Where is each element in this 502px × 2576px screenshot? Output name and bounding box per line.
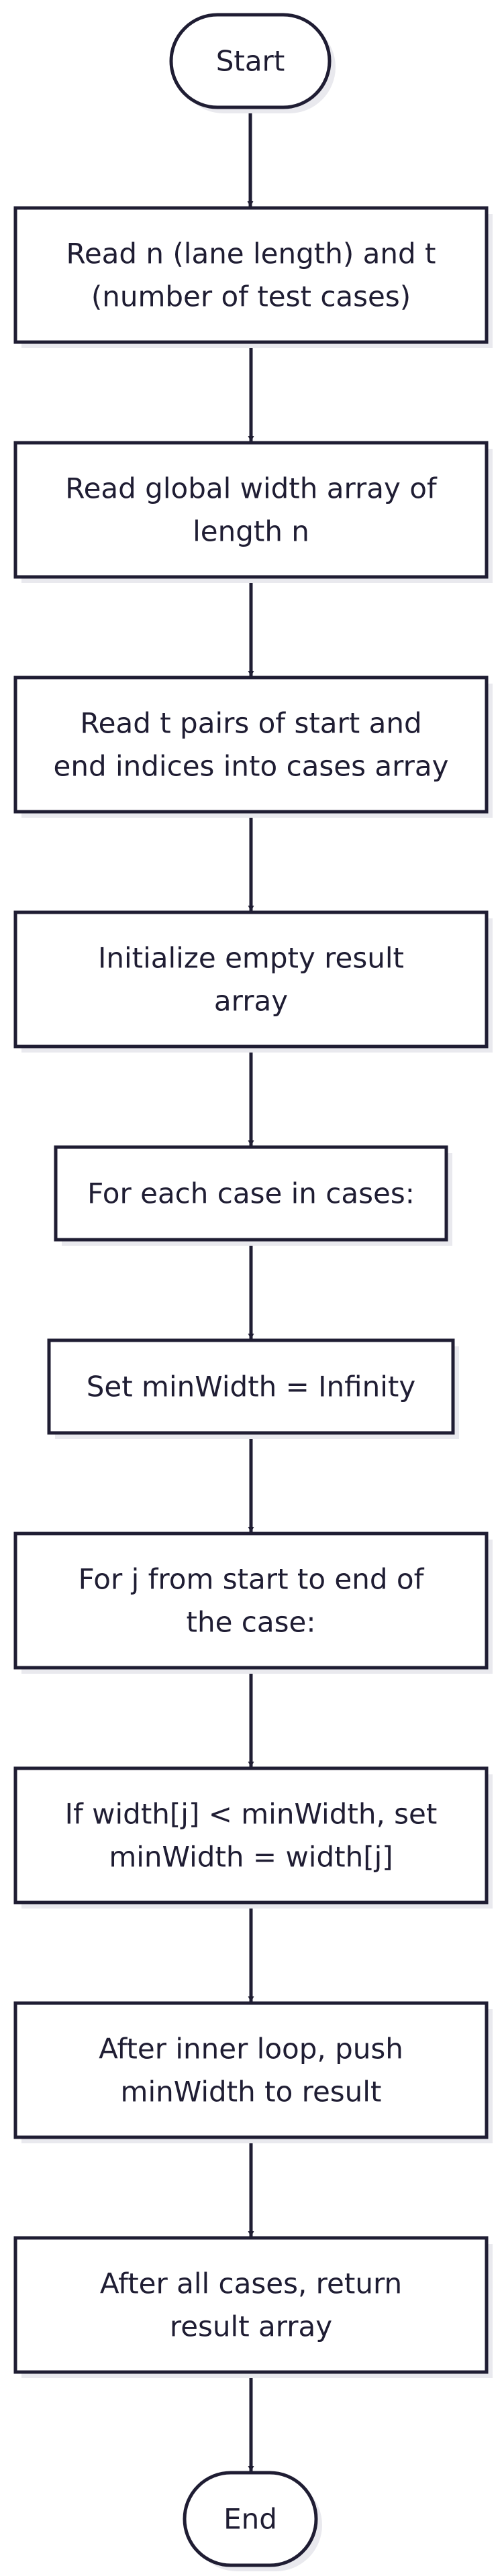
node-label: Initialize empty result [98,942,404,975]
node-if-width: If width[j] < minWidth, set minWidth = wi… [13,1766,493,1909]
node-label: Read global width array of [65,472,438,505]
node-label: Read t pairs of start and [80,707,421,740]
process-box [47,1338,455,1435]
node-label: length n [193,515,309,548]
node-label: After all cases, return [100,2267,402,2300]
node-label: For j from start to end of [79,1563,425,1596]
node-label: (number of test cases) [91,280,411,313]
node-start: Start [169,13,336,113]
node-label: minWidth to result [121,2076,382,2108]
node-label: end indices into cases array [54,750,449,783]
node-label: minWidth = width[j] [109,1841,393,1874]
node-label: Set minWidth = Infinity [87,1371,416,1403]
process-box [13,910,489,1049]
process-box [13,1532,489,1670]
process-box [54,1145,448,1242]
node-for-j: For j from start to end of the case: [13,1532,493,1674]
node-label: array [214,985,288,1018]
node-label: Read n (lane length) and t [66,237,436,270]
terminal-shape [169,13,332,109]
node-read-pairs: Read t pairs of start and end indices int… [13,676,493,818]
node-label: Start [216,45,285,78]
node-label: End [223,2503,277,2536]
node-set-minwidth: Set minWidth = Infinity [47,1338,459,1439]
process-box [13,1766,489,1904]
node-init-result: Initialize empty result array [13,910,493,1053]
node-label: If width[j] < minWidth, set [65,1798,438,1831]
node-end: End [183,2471,322,2571]
node-for-each-case: For each case in cases: [54,1145,452,1246]
node-push-result: After inner loop, push minWidth to result [13,2001,493,2143]
process-box [13,441,489,579]
node-label: For each case in cases: [87,1177,415,1210]
node-label: result array [170,2310,332,2343]
process-box [13,2001,489,2139]
edges-layer [247,107,254,2472]
process-box [13,2236,489,2374]
node-label: After inner loop, push [99,2033,403,2065]
node-read-width: Read global width array of length n [13,441,493,583]
process-box [13,676,489,814]
node-return-result: After all cases, return result array [13,2236,493,2378]
node-read-n-t: Read n (lane length) and t (number of tes… [13,206,493,348]
terminal-shape [183,2471,318,2567]
process-box [13,206,489,344]
node-label: the case: [187,1606,316,1639]
